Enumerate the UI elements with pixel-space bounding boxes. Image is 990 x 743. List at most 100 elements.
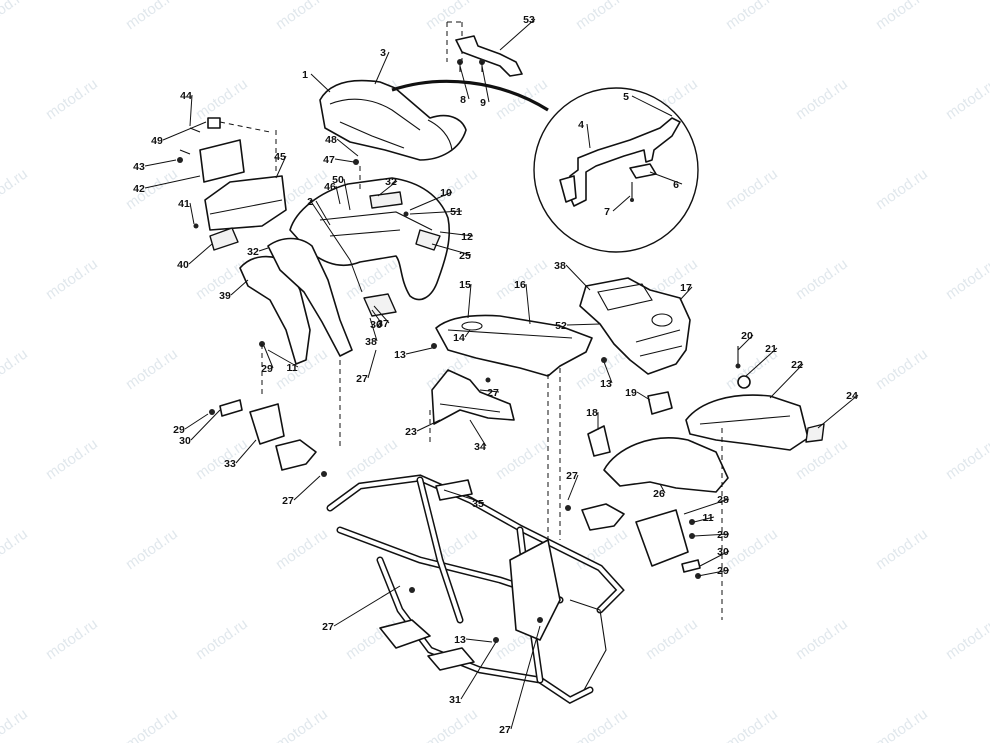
callout-leader-line — [460, 641, 497, 700]
callout-number: 25 — [459, 250, 471, 262]
frame-part — [326, 368, 625, 705]
callout-number: 28 — [717, 494, 729, 506]
left-rear-flap-part — [239, 199, 363, 365]
callout-number: 44 — [180, 90, 192, 102]
callout-leader-line — [467, 283, 472, 319]
callout-number: 36 — [370, 319, 382, 331]
callout-number: 15 — [459, 279, 471, 291]
callout-number: 1 — [302, 69, 308, 81]
watermark-text: motod.ru — [193, 435, 251, 483]
callout-number: 29 — [261, 363, 273, 375]
callout-number: 29 — [717, 529, 729, 541]
watermark-text: motod.ru — [343, 435, 401, 483]
callout-leader-line — [144, 175, 201, 189]
callout-number: 48 — [325, 134, 337, 146]
watermark-text: motod.ru — [0, 0, 31, 33]
callout-leader-line — [343, 178, 351, 211]
callout-number: 21 — [765, 343, 777, 355]
watermark-text: motod.ru — [793, 75, 851, 123]
callout-leader-line — [481, 65, 490, 103]
callout-number: 45 — [274, 151, 286, 163]
watermark-text: motod.ru — [43, 615, 101, 663]
seat-latch-detail — [533, 87, 699, 253]
callout-number: 32 — [247, 246, 259, 258]
callout-leader-line — [586, 123, 591, 149]
callout-number: 16 — [514, 279, 526, 291]
callout-leader-line — [510, 625, 541, 730]
watermark-text: motod.ru — [493, 435, 551, 483]
callout-leader-line — [603, 361, 613, 384]
callout-number: 50 — [332, 174, 344, 186]
watermark-text: motod.ru — [273, 525, 331, 573]
callout-number: 37 — [377, 318, 389, 330]
callout-number: 3 — [380, 47, 386, 59]
callout-leader-line — [469, 419, 487, 447]
callout-number: 19 — [625, 387, 637, 399]
callout-leader-line — [631, 95, 673, 117]
callout-number: 29 — [173, 424, 185, 436]
callout-leader-line — [235, 439, 257, 464]
callout-leader-line — [162, 121, 207, 141]
watermark-text: motod.ru — [943, 615, 990, 663]
callout-leader-line — [566, 323, 601, 326]
callout-number: 23 — [405, 426, 417, 438]
watermark-text: motod.ru — [0, 345, 31, 393]
callout-number: 46 — [324, 181, 336, 193]
callout-number: 41 — [178, 198, 190, 210]
rear-fender-part — [289, 159, 451, 301]
watermark-text: motod.ru — [873, 0, 931, 33]
callout-leader-line — [443, 489, 485, 504]
callout-leader-line — [459, 65, 470, 100]
callout-number: 32 — [385, 176, 397, 188]
watermark-text: motod.ru — [123, 525, 181, 573]
watermark-text: motod.ru — [43, 75, 101, 123]
callout-leader-line — [377, 180, 398, 197]
callout-leader-line — [565, 264, 591, 291]
watermark-text: motod.ru — [0, 705, 31, 743]
callout-leader-line — [479, 389, 500, 393]
callout-leader-line — [190, 409, 221, 441]
callout-leader-line — [817, 394, 859, 429]
callout-leader-line — [693, 516, 715, 523]
callout-leader-line — [189, 94, 193, 127]
callout-number: 20 — [741, 330, 753, 342]
watermark-text: motod.ru — [873, 705, 931, 743]
callout-leader-line — [693, 533, 730, 537]
watermark-text: motod.ru — [723, 705, 781, 743]
callout-number: 22 — [791, 359, 803, 371]
seat-bracket-part — [446, 21, 523, 77]
watermark-text: motod.ru — [273, 0, 331, 33]
callout-leader-line — [636, 391, 651, 401]
callout-number: 38 — [365, 336, 377, 348]
watermark-text: motod.ru — [943, 75, 990, 123]
callout-number: 4 — [578, 119, 584, 131]
callout-number: 10 — [440, 187, 452, 199]
callout-number: 18 — [586, 407, 598, 419]
callout-number: 27 — [499, 724, 511, 736]
callout-number: 11 — [286, 362, 297, 374]
callout-leader-line — [431, 243, 472, 256]
watermark-text: motod.ru — [723, 0, 781, 33]
callout-number: 39 — [219, 290, 231, 302]
callout-number: 35 — [472, 498, 484, 510]
callout-leader-line — [188, 243, 213, 265]
callout-number: 30 — [717, 546, 729, 558]
callout-leader-line — [335, 185, 341, 205]
watermark-text: motod.ru — [193, 75, 251, 123]
callout-leader-line — [315, 200, 331, 226]
callout-leader-line — [310, 73, 331, 93]
watermark-text: motod.ru — [123, 705, 181, 743]
callout-leader-line — [464, 329, 471, 338]
callout-number: 7 — [604, 206, 610, 218]
watermark-text: motod.ru — [193, 615, 251, 663]
callout-number: 30 — [179, 435, 191, 447]
callout-number: 11 — [702, 512, 713, 524]
callout-leader-line — [649, 171, 683, 185]
watermark-text: motod.ru — [723, 165, 781, 213]
callout-number: 12 — [461, 231, 473, 243]
callout-number: 40 — [177, 259, 189, 271]
callout-number: 27 — [487, 387, 499, 399]
watermark-text: motod.ru — [573, 0, 631, 33]
